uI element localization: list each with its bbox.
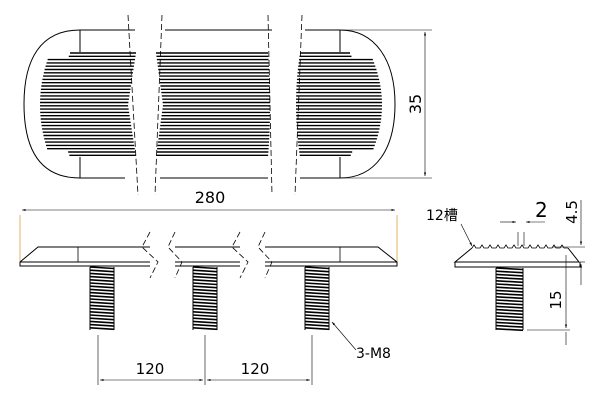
head-height-dimension: 4.5 xyxy=(563,200,581,224)
left-end-cap xyxy=(23,29,81,179)
thread-line xyxy=(192,314,218,318)
thread-line xyxy=(304,320,330,324)
thread-line xyxy=(192,301,218,305)
thread-line xyxy=(495,283,524,287)
thread-line xyxy=(304,279,330,283)
thread-line xyxy=(304,311,330,315)
thread-line xyxy=(89,307,115,311)
thread-line xyxy=(89,301,115,305)
thread-line xyxy=(89,285,115,289)
thread-line xyxy=(192,288,218,292)
thread-line xyxy=(304,285,330,289)
thread-line xyxy=(304,275,330,279)
thread-line xyxy=(304,272,330,276)
thread-line xyxy=(192,323,218,327)
thread-line xyxy=(495,299,524,303)
thread-line xyxy=(89,279,115,283)
thread-line xyxy=(495,273,524,277)
thread-line xyxy=(89,320,115,324)
thread-line xyxy=(89,266,115,270)
thread-line xyxy=(495,305,524,309)
thread-line xyxy=(192,320,218,324)
thread-line xyxy=(89,311,115,315)
thread-line xyxy=(304,266,330,270)
spacing-dimension-1: 120 xyxy=(136,360,165,378)
thread-line xyxy=(495,292,524,296)
thread-line xyxy=(304,295,330,299)
thread-line xyxy=(304,307,330,311)
groove-ribs xyxy=(40,52,382,157)
spacing-dimension-2: 120 xyxy=(241,360,270,378)
thread-line xyxy=(304,288,330,292)
groove-pitch-dimension: 2 xyxy=(535,198,548,222)
side-bolt xyxy=(495,267,524,332)
thread-line xyxy=(89,282,115,286)
thread-line xyxy=(192,275,218,279)
overall-length-dimension: 280 xyxy=(195,188,226,207)
thread-line xyxy=(89,317,115,321)
thread-line xyxy=(192,311,218,315)
thread-line xyxy=(192,272,218,276)
side-view: 2 4.5 15 12槽 xyxy=(426,198,585,345)
thread-line xyxy=(495,321,524,325)
thread-line xyxy=(304,314,330,318)
top-view: 35 xyxy=(23,14,432,196)
thread-line xyxy=(495,302,524,306)
thread-line xyxy=(304,327,330,331)
bolts xyxy=(89,266,330,331)
thread-line xyxy=(89,304,115,308)
thread-line xyxy=(89,269,115,273)
thread-line xyxy=(192,282,218,286)
thread-line xyxy=(89,314,115,318)
thread-line xyxy=(89,327,115,331)
thread-line xyxy=(89,298,115,302)
thread-line xyxy=(304,282,330,286)
thread-line xyxy=(304,269,330,273)
thread-line xyxy=(89,323,115,327)
thread-line xyxy=(192,279,218,283)
groove-count-callout: 12槽 xyxy=(426,208,458,224)
thread-line xyxy=(89,291,115,295)
thread-line xyxy=(304,298,330,302)
thread-line xyxy=(495,328,524,332)
thread-line xyxy=(192,298,218,302)
thread-line xyxy=(495,270,524,274)
thread-line xyxy=(304,323,330,327)
thread-line xyxy=(304,304,330,308)
width-dimension: 35 xyxy=(406,94,425,114)
thread-line xyxy=(89,295,115,299)
thread-line xyxy=(495,318,524,322)
thread-line xyxy=(192,295,218,299)
thread-line xyxy=(304,317,330,321)
thread-line xyxy=(192,304,218,308)
thread-line xyxy=(495,267,524,271)
thread-line xyxy=(192,266,218,270)
thread-line xyxy=(495,308,524,312)
right-end-cap xyxy=(339,29,396,179)
bolt-callout: 3-M8 xyxy=(356,346,391,362)
thread-line xyxy=(89,275,115,279)
thread-line xyxy=(89,288,115,292)
bolt-length-dimension: 15 xyxy=(547,290,565,309)
front-view: 280 120 120 3-M8 xyxy=(19,188,398,385)
thread-line xyxy=(495,276,524,280)
thread-line xyxy=(304,301,330,305)
thread-line xyxy=(495,289,524,293)
thread-line xyxy=(495,280,524,284)
thread-line xyxy=(495,312,524,316)
thread-line xyxy=(192,285,218,289)
thread-line xyxy=(192,269,218,273)
thread-line xyxy=(304,291,330,295)
thread-line xyxy=(192,327,218,331)
thread-line xyxy=(495,315,524,319)
thread-line xyxy=(495,296,524,300)
thread-line xyxy=(89,272,115,276)
thread-line xyxy=(192,291,218,295)
thread-line xyxy=(192,317,218,321)
thread-line xyxy=(495,324,524,328)
thread-line xyxy=(495,286,524,290)
thread-line xyxy=(192,307,218,311)
groove-teeth xyxy=(471,244,568,249)
